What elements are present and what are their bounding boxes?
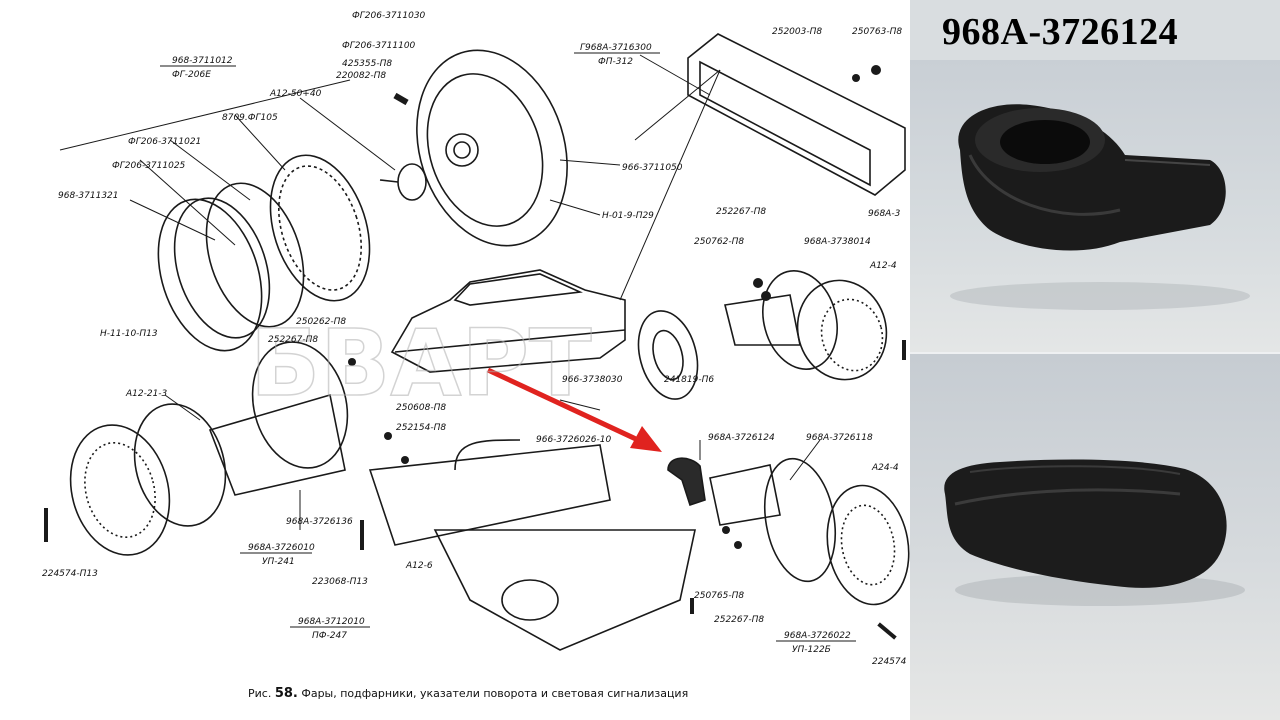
red-arrow-head xyxy=(630,426,662,452)
label: 966-3726026-10 xyxy=(536,435,611,445)
label: 252267-П8 xyxy=(714,615,764,625)
label: А12-21-3 xyxy=(125,389,168,399)
caption-prefix: Рис. xyxy=(248,687,272,700)
red-arrow-shaft xyxy=(486,367,640,443)
label: 250608-П8 xyxy=(396,403,446,413)
mounting-flange xyxy=(251,341,349,469)
label: 252003-П8 xyxy=(772,27,822,37)
rubber-cap-photo-bottom xyxy=(910,354,1280,720)
label: А12-50+40 xyxy=(269,89,322,99)
socket-tube xyxy=(709,464,781,526)
wire xyxy=(454,439,521,471)
label: 224574-П13 xyxy=(42,569,98,579)
label: 250765-П8 xyxy=(694,591,744,601)
label: 968А-3726118 xyxy=(806,433,873,443)
parking-lamp-housing xyxy=(368,444,611,546)
diagram-drawing: БВАРТ ФГ206-3711030 ФГ206-3711100 968-37… xyxy=(42,11,910,667)
label: ФГ206-3711030 xyxy=(352,11,426,21)
label: 252154-П8 xyxy=(396,423,446,433)
rubber-cap-side-view xyxy=(944,459,1245,606)
label: 252267-П8 xyxy=(716,207,766,217)
label: 968А-3726010 xyxy=(248,543,315,553)
label: УП-241 xyxy=(262,557,295,567)
label: 250763-П8 xyxy=(852,27,902,37)
label: 968А-3726136 xyxy=(286,517,353,527)
bulb xyxy=(397,163,427,201)
label: 968А-3726022 xyxy=(784,631,851,641)
label: 425355-П8 xyxy=(342,59,392,69)
headlamp-lens xyxy=(269,154,371,302)
label: ПФ-247 xyxy=(312,631,347,641)
label: ФГ206-3711021 xyxy=(128,137,201,147)
rubber-cap-diagram xyxy=(667,457,706,507)
watermark-text: БВАРТ xyxy=(250,310,592,417)
label: 968А-3726124 xyxy=(708,433,775,443)
figure-caption: Рис. 58. Фары, подфарники, указатели пов… xyxy=(248,686,688,701)
label: А24-4 xyxy=(871,463,899,473)
rear-lamp-lens xyxy=(796,279,888,381)
label: Н-11-10-П13 xyxy=(100,329,158,339)
label: ФГ-206Е xyxy=(172,70,211,80)
part-number-title: 968A-3726124 xyxy=(942,11,1179,53)
side-repeater-base xyxy=(637,310,699,400)
label: ФП-312 xyxy=(598,57,633,67)
rubber-cap-photo-top xyxy=(910,60,1280,352)
caption-text: Фары, подфарники, указатели поворота и с… xyxy=(301,687,689,700)
rear-lamp-socket xyxy=(724,294,801,346)
label: 250762-П8 xyxy=(694,237,744,247)
label: 968А-3712010 xyxy=(298,617,365,627)
rubber-cap-top-view xyxy=(950,104,1250,310)
parking-lamp-lens xyxy=(433,529,696,651)
rear-turn-lens xyxy=(826,484,910,606)
label: 250262-П8 xyxy=(296,317,346,327)
label: УП-122Б xyxy=(792,645,831,655)
fog-lamp-body xyxy=(687,33,906,196)
label: 220082-П8 xyxy=(336,71,386,81)
label: 8709.ФГ105 xyxy=(222,113,278,123)
headlamp-inner-ring xyxy=(205,182,305,328)
label: А12-4 xyxy=(869,261,897,271)
label: Н-01-9-П29 xyxy=(602,211,654,221)
headlamp-housing xyxy=(416,49,568,247)
label: 968-3711321 xyxy=(58,191,119,201)
label: Г968А-3716300 xyxy=(580,43,652,53)
label: ФГ206-3711025 xyxy=(112,161,186,171)
label: 224574 xyxy=(872,657,907,667)
label: 968-3711012 xyxy=(172,56,233,66)
label: 968А-3 xyxy=(868,209,901,219)
label: 223068-П13 xyxy=(312,577,368,587)
reflector-housing xyxy=(208,393,346,496)
exploded-parts-diagram: БВАРТ ФГ206-3711030 ФГ206-3711100 968-37… xyxy=(42,11,910,701)
label: 966-3738030 xyxy=(562,375,623,385)
car-body xyxy=(390,269,626,373)
gasket xyxy=(133,403,227,527)
turn-signal-lens xyxy=(69,424,171,556)
caption-number: 58. xyxy=(274,686,298,701)
photo-divider xyxy=(910,352,1280,354)
label: 968А-3738014 xyxy=(804,237,871,247)
label: 241819-П6 xyxy=(664,375,714,385)
label: 252267-П8 xyxy=(268,335,318,345)
rear-turn-flange xyxy=(764,457,836,583)
label: 966-3711050 xyxy=(622,163,683,173)
label: ФГ206-3711100 xyxy=(342,41,416,51)
label: А12-6 xyxy=(405,561,433,571)
